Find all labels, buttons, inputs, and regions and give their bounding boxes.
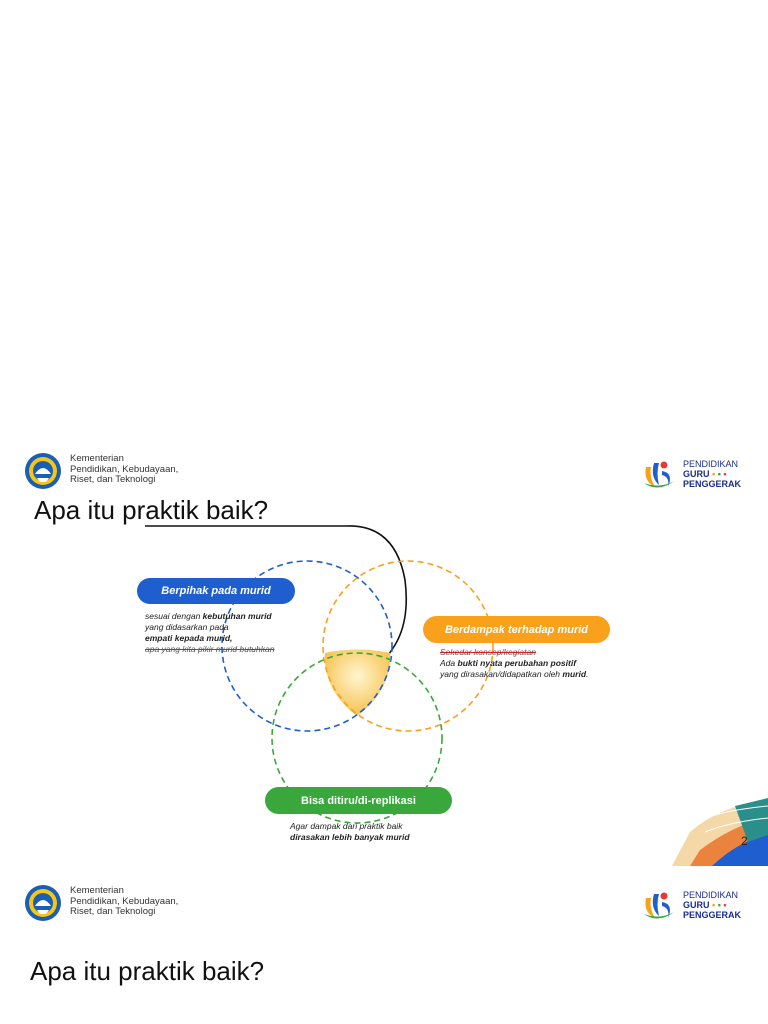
- label-berdampak: Berdampak terhadap murid: [423, 616, 610, 643]
- ministry-line-3: Riset, dan Teknologi: [70, 474, 156, 485]
- note-blue-t1b: kebutuhan murid: [202, 611, 272, 621]
- note-blue-t3b: empati kepada murid,: [145, 633, 233, 643]
- note-bisa-ditiru: Agar dampak dari praktik baik dirasakan …: [290, 821, 410, 843]
- venn-diagram: [145, 525, 494, 824]
- note-green-t2b: dirasakan lebih banyak murid: [290, 832, 410, 842]
- page-number: 2: [741, 834, 748, 848]
- slide-1: Kementerian Pendidikan, Kebudayaan, Rise…: [0, 440, 768, 866]
- program-wordmark: PENDIDIKAN GURU • • • PENGGERAK: [683, 890, 742, 920]
- label-berpihak: Berpihak pada murid: [137, 578, 295, 604]
- note-orange-t2: Ada: [440, 658, 458, 668]
- note-blue-t1: sesuai dengan: [145, 611, 203, 621]
- guru-penggerak-logo: PENDIDIKAN GURU • • • PENGGERAK: [640, 455, 752, 493]
- slide-title: Apa itu praktik baik?: [30, 956, 265, 986]
- guru-penggerak-logo: PENDIDIKAN GURU • • • PENGGERAK: [640, 886, 752, 924]
- kemendikbud-logo-icon: [25, 885, 61, 921]
- program-line-3: PENGGERAK: [683, 479, 742, 489]
- program-wordmark: PENDIDIKAN GURU • • • PENGGERAK: [683, 459, 742, 489]
- note-blue-t2: yang didasarkan pada: [145, 622, 229, 632]
- ministry-name: Kementerian Pendidikan, Kebudayaan, Rise…: [70, 453, 179, 486]
- note-orange-t3b: murid: [562, 669, 587, 679]
- note-orange-t2b: bukti nyata perubahan positif: [457, 658, 577, 668]
- venn-circle-green: [271, 652, 443, 824]
- note-berpihak: sesuai dengan kebutuhan murid yang didas…: [145, 611, 274, 655]
- guru-penggerak-mark-icon: [644, 892, 674, 919]
- slide-2: Kementerian Pendidikan, Kebudayaan, Rise…: [0, 866, 768, 1024]
- program-line-1: PENDIDIKAN: [683, 890, 739, 900]
- ministry-line-3: Riset, dan Teknologi: [70, 906, 156, 917]
- note-orange-t3: yang dirasakan/didapatkan oleh: [440, 669, 563, 679]
- venn-circle-orange: [322, 560, 494, 732]
- ministry-line-2: Pendidikan, Kebudayaan,: [70, 895, 179, 907]
- venn-circle-blue: [221, 560, 393, 732]
- kemendikbud-logo-icon: [25, 453, 61, 489]
- ministry-line-1: Kementerian: [70, 453, 124, 464]
- venn-intersection: [324, 649, 391, 716]
- title-prefix: Apa itu: [34, 495, 123, 525]
- title-underlined: praktik baik?: [122, 495, 269, 525]
- note-blue-t4: apa yang kita pikir murid butuhkan: [145, 644, 275, 654]
- label-bisa-ditiru: Bisa ditiru/di-replikasi: [265, 787, 452, 814]
- program-line-2: GURU: [683, 900, 710, 910]
- guru-penggerak-mark-icon: [644, 461, 674, 488]
- program-line-2: GURU: [683, 469, 710, 479]
- ministry-line-2: Pendidikan, Kebudayaan,: [70, 463, 179, 475]
- ministry-line-1: Kementerian: [70, 885, 124, 896]
- note-berdampak: Sekedar konsep/kegiatan Ada bukti nyata …: [440, 647, 588, 680]
- ministry-name: Kementerian Pendidikan, Kebudayaan, Rise…: [70, 885, 179, 918]
- slide-title: Apa itu praktik baik?: [34, 495, 268, 526]
- note-orange-t3end: .: [586, 669, 589, 679]
- note-orange-t1: Sekedar konsep/kegiatan: [440, 647, 536, 657]
- note-green-t1: Agar dampak dari praktik baik: [290, 821, 403, 831]
- program-line-3: PENGGERAK: [683, 910, 742, 920]
- program-line-1: PENDIDIKAN: [683, 459, 739, 469]
